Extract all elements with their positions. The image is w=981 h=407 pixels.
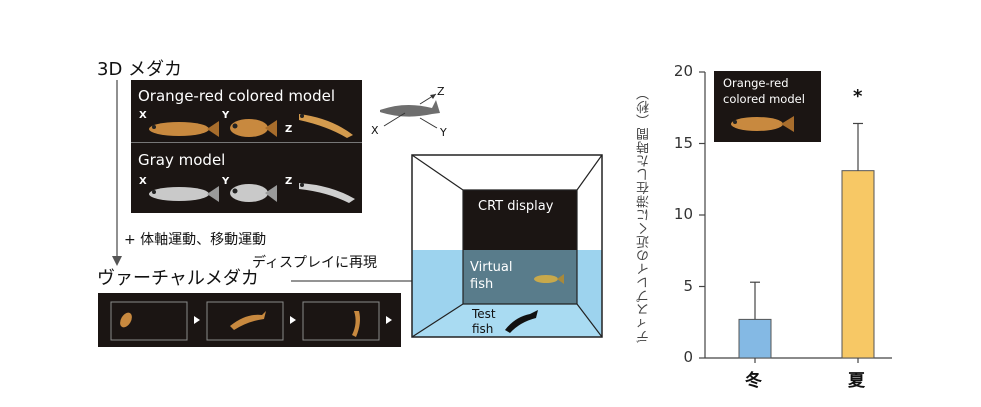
- inset-label: Orange-red colored model: [723, 76, 805, 106]
- x-category-label: 夏: [848, 371, 865, 391]
- y-tick-label: 15: [673, 133, 693, 152]
- gray-axis-y: Y: [222, 176, 230, 187]
- display-label: ディスプレイに再現: [252, 255, 378, 271]
- x-category-label: 冬: [745, 371, 762, 391]
- model-fish-images: [149, 114, 355, 203]
- inset-panel: Orange-red colored model: [714, 71, 821, 142]
- gray-fish-z-image: [299, 183, 355, 203]
- significance-marker: *: [853, 86, 863, 107]
- crt-display-label: CRT display: [478, 199, 554, 214]
- inset-fish-image: [731, 116, 794, 132]
- y-tick-label: 20: [673, 62, 693, 80]
- animation-frames: [110, 301, 392, 341]
- orange-fish-z-image: [299, 114, 353, 138]
- bar-1: [738, 318, 772, 359]
- orange-axis-y: Y: [222, 110, 230, 121]
- y-tick-label: 0: [683, 348, 693, 366]
- y-tick-label: 5: [683, 276, 693, 295]
- model-panel: Orange-red colored model X Y Z Gray mode…: [131, 80, 362, 213]
- y-tick-label: 10: [673, 205, 693, 223]
- gray-fish-y-image: [230, 184, 277, 202]
- frame-3: [302, 301, 380, 341]
- animation-strip: [98, 293, 401, 347]
- gray-axis-x: X: [139, 176, 147, 187]
- orange-fish-x-image: [149, 121, 219, 137]
- title-3d-medaka: 3D メダカ: [97, 59, 183, 80]
- gizmo-axis-y: Y: [440, 126, 447, 139]
- test-fish-label: Test fish: [472, 307, 496, 336]
- arrow-1: [194, 316, 200, 324]
- frame-1-fish: [120, 312, 132, 328]
- arrow-2: [290, 316, 296, 324]
- gray-fish-x-image: [149, 186, 219, 202]
- frame-3-fish: [352, 311, 360, 337]
- frame-1: [110, 301, 188, 341]
- panel-divider: [131, 142, 362, 143]
- frame-2: [206, 301, 284, 341]
- gray-model-label: Gray model: [138, 151, 226, 169]
- virtual-medaka-title: ヴァーチャルメダカ: [97, 268, 259, 289]
- bar-2: [841, 170, 875, 359]
- orange-model-label: Orange-red colored model: [138, 87, 336, 105]
- gizmo-axis-x: X: [371, 124, 379, 137]
- orange-fish-y-image: [230, 119, 277, 137]
- arrow-3: [386, 316, 392, 324]
- orange-axis-z: Z: [285, 124, 293, 135]
- orange-axis-x: X: [139, 110, 147, 121]
- virtual-fish-label: Virtual fish: [470, 260, 513, 292]
- gizmo-axis-z: Z: [437, 85, 445, 98]
- motion-label: + 体軸運動、移動運動: [124, 232, 267, 248]
- frame-2-fish: [230, 311, 266, 330]
- gray-axis-z: Z: [285, 176, 293, 187]
